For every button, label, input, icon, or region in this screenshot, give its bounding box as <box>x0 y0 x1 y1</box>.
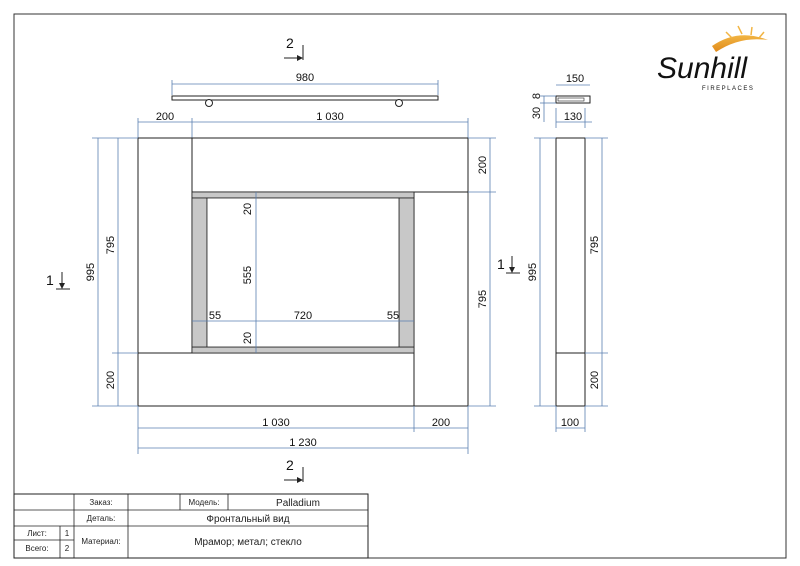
dim-left-995: 995 <box>85 263 97 281</box>
side-view: 150 8 30 130 995 795 200 100 <box>527 73 608 432</box>
section-mark-1-right: 1 <box>497 256 520 274</box>
title-block: Заказ: Модель: Palladium Деталь: Фронтал… <box>13 493 369 559</box>
dim-inner-720: 720 <box>294 310 312 322</box>
detail-label: Деталь: <box>87 514 116 523</box>
material-value: Мрамор; метал; стекло <box>194 537 302 548</box>
svg-text:1: 1 <box>46 272 54 288</box>
section-mark-1-left: 1 <box>46 272 70 290</box>
dim-side-795: 795 <box>589 236 601 254</box>
bottom-beam <box>137 352 415 407</box>
dim-top-1030: 1 030 <box>316 111 344 123</box>
dim-side-8: 8 <box>531 93 543 99</box>
dim-inner-555: 555 <box>242 266 254 284</box>
firebox-bottom-strip <box>191 346 415 354</box>
dim-left-795: 795 <box>105 236 117 254</box>
dim-side-995: 995 <box>527 263 539 281</box>
dim-inner-20-bottom: 20 <box>242 332 254 344</box>
dim-side-30: 30 <box>531 107 543 119</box>
model-label: Модель: <box>189 498 220 507</box>
model-value: Palladium <box>276 498 320 509</box>
total-value: 2 <box>65 544 70 553</box>
side-body <box>555 137 586 407</box>
firebox-opening <box>206 197 400 348</box>
dim-side-150: 150 <box>566 73 584 85</box>
total-label: Всего: <box>25 544 48 553</box>
sheet-border <box>13 13 787 559</box>
dim-980: 980 <box>296 72 314 84</box>
logo-wordmark: Sunhill <box>657 52 748 85</box>
svg-text:1: 1 <box>497 256 505 272</box>
dim-left-200: 200 <box>105 371 117 389</box>
dim-bottom-1230: 1 230 <box>289 437 317 449</box>
firebox-top-strip <box>191 191 415 199</box>
firebox-right-strip <box>398 197 415 348</box>
sunhill-logo: Sunhill FIREPLACES <box>657 25 768 92</box>
logo-tagline: FIREPLACES <box>702 86 754 92</box>
front-view: 200 1 030 20 555 20 55 720 55 995 795 20… <box>46 111 520 483</box>
dim-side-100: 100 <box>561 417 579 429</box>
dim-bottom-1030: 1 030 <box>262 417 290 429</box>
material-label: Материал: <box>81 537 120 546</box>
left-pillar <box>137 137 193 354</box>
sun-rays-icon <box>712 35 768 52</box>
dim-inner-55-left: 55 <box>209 310 221 322</box>
shelf-support-left <box>205 99 213 107</box>
sheet-value: 1 <box>65 529 70 538</box>
sheet-label: Лист: <box>27 529 47 538</box>
top-view: 2 980 <box>171 35 439 107</box>
detail-value: Фронтальный вид <box>206 514 289 525</box>
dim-side-200: 200 <box>589 371 601 389</box>
right-pillar <box>413 191 469 407</box>
section-mark-2-top: 2 <box>284 35 304 61</box>
order-label: Заказ: <box>89 498 112 507</box>
svg-text:2: 2 <box>286 457 294 473</box>
dim-side-130: 130 <box>564 111 582 123</box>
dim-bottom-200: 200 <box>432 417 450 429</box>
svg-text:2: 2 <box>286 35 294 51</box>
side-shelf-bracket <box>557 97 585 102</box>
shelf-plan <box>171 95 439 101</box>
section-mark-2-bottom: 2 <box>284 457 304 483</box>
dim-inner-20-top: 20 <box>242 203 254 215</box>
dim-right-200: 200 <box>477 156 489 174</box>
dim-right-795: 795 <box>477 290 489 308</box>
dim-top-200: 200 <box>156 111 174 123</box>
shelf-support-right <box>395 99 403 107</box>
firebox-left-strip <box>191 197 208 348</box>
top-beam <box>191 137 469 193</box>
dim-inner-55-right: 55 <box>387 310 399 322</box>
